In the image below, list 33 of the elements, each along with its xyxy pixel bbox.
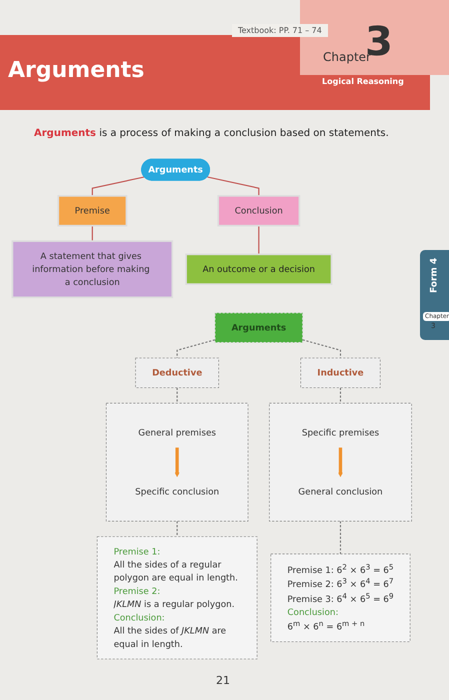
connector xyxy=(258,226,260,254)
textbook-reference: Textbook: PP. 71 – 74 xyxy=(232,24,328,37)
connector xyxy=(176,521,178,537)
form-label: Form 4 xyxy=(428,256,440,295)
node-text: General conclusion xyxy=(298,486,383,497)
node-box: Deductive xyxy=(135,358,219,388)
node-box: Premise 1: All the sides of a regular polygon are equal in length. Premise 2: JKLMN is a regular polygon. Conclusion: All the sides of JKLMN are equal in length. xyxy=(96,536,258,660)
connector xyxy=(92,226,93,242)
node-text: Specific conclusion xyxy=(135,486,220,497)
connector xyxy=(176,388,178,404)
node-text: General premises xyxy=(138,427,216,438)
arrow xyxy=(174,448,180,478)
chapter-name: Logical Reasoning xyxy=(322,77,404,86)
page-number: 21 xyxy=(216,674,230,687)
page-title: Arguments xyxy=(8,58,144,83)
connector xyxy=(302,339,342,358)
arrow xyxy=(338,448,343,478)
node-box: Arguments xyxy=(214,312,304,344)
connector xyxy=(207,176,260,196)
node-text: Specific premises xyxy=(302,427,380,438)
node-box: A statement that gives information before making a conclusion xyxy=(12,240,174,298)
connector xyxy=(340,388,342,404)
node-box: Inductive xyxy=(300,358,380,388)
node-box: Premise 1: 6$^{2}$ × 6$^{3}$ = 6$^{5}$ Premise 2: 6$^{3}$ × 6$^{4}$ = 6$^{7}$ Premise 3: 6$^{4}$ × 6$^{5}$ = 6$^{9}$ Conclusion: 6$^{m}$ × 6$^{n}$ = 6$^{m + n}$ xyxy=(270,554,410,642)
connector xyxy=(340,521,342,554)
connector xyxy=(176,339,216,358)
connector xyxy=(92,176,144,196)
node-box: Conclusion xyxy=(217,195,300,226)
node-box: Premise xyxy=(57,195,128,226)
cluster xyxy=(269,402,412,522)
cluster xyxy=(106,402,248,522)
intro-sentence: Arguments is a process of making a conclusion based on statements. xyxy=(34,128,389,139)
node-box: An outcome or a decision xyxy=(185,254,332,285)
